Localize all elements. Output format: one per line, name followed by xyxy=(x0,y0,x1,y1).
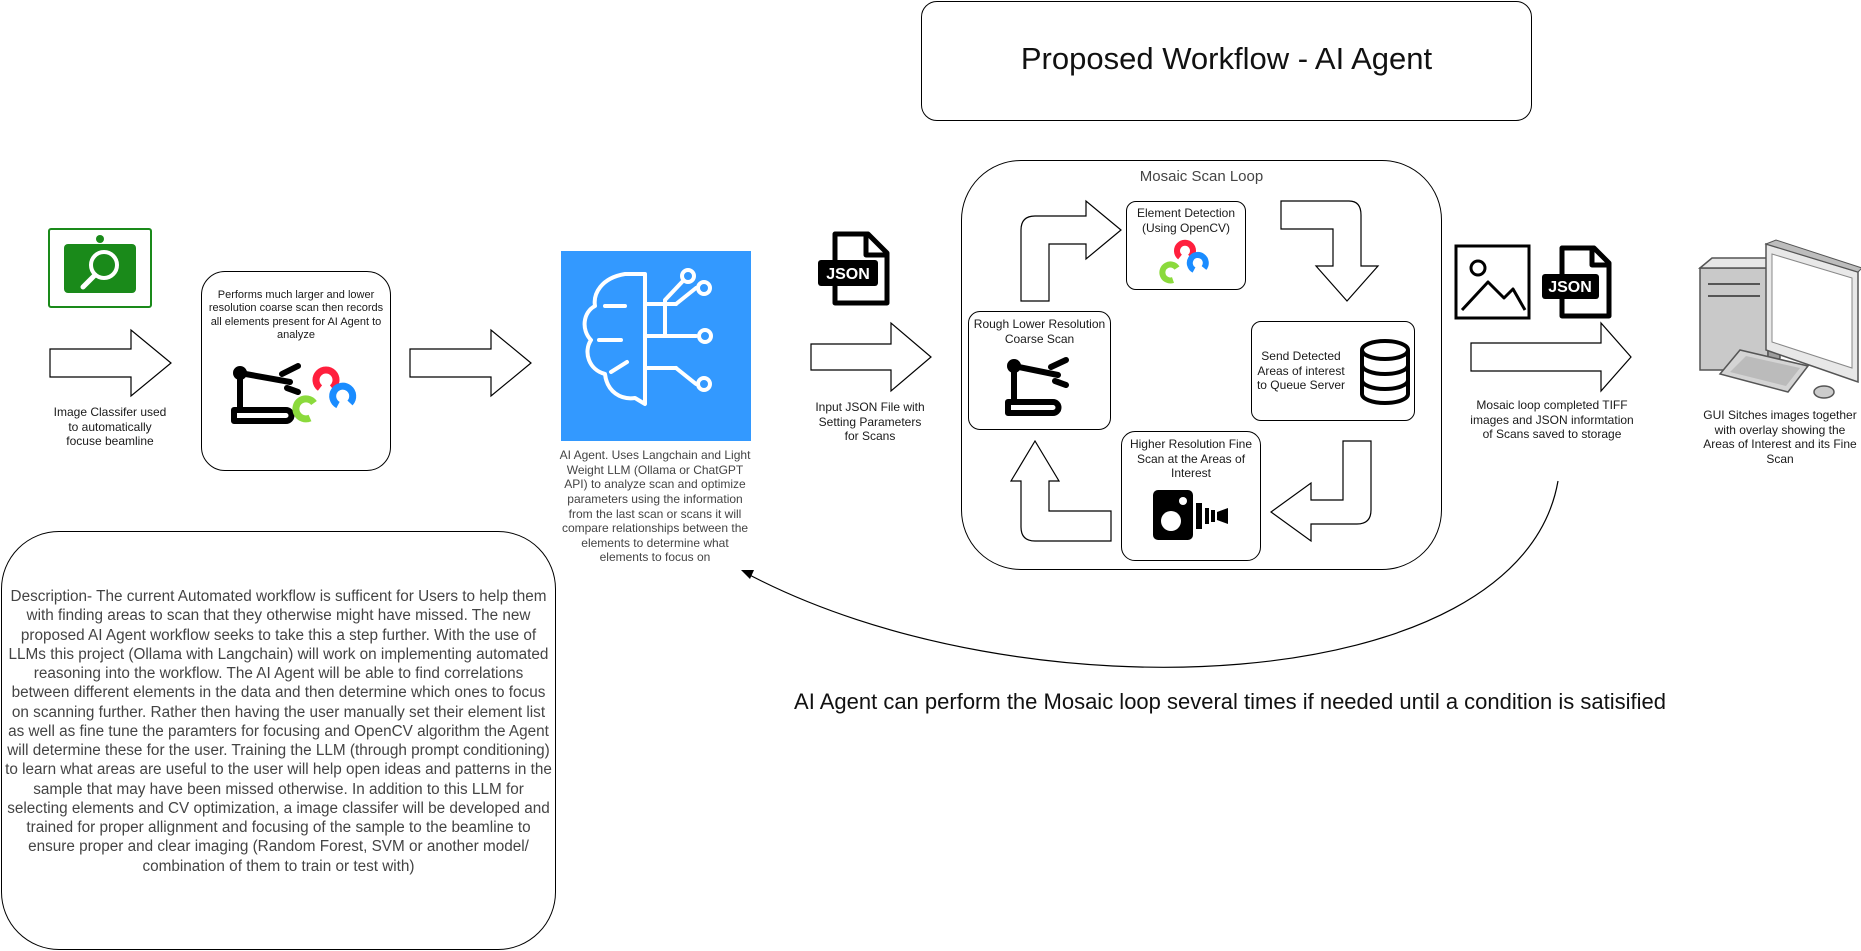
return-arrowhead xyxy=(741,570,754,579)
element-detection-label: Element Detection (Using OpenCV) xyxy=(1136,206,1236,235)
return-curve xyxy=(743,480,1559,668)
loop-note: AI Agent can perform the Mosaic loop sev… xyxy=(794,689,1666,714)
json-input-caption: Input JSON File with Setting Parameters … xyxy=(815,400,925,444)
fine-scan-label: Higher Resolution Fine Scan at the Areas… xyxy=(1129,437,1253,481)
image-classifier-caption: Image Classifer used to automatically fo… xyxy=(53,405,167,449)
robotic-arm-icon xyxy=(231,363,301,424)
database-icon xyxy=(1360,339,1410,405)
diagram-title: Proposed Workflow - AI Agent xyxy=(1020,41,1433,76)
opencv-logo-detection xyxy=(1159,239,1209,284)
description-text: Description- The current Automated workf… xyxy=(5,588,552,875)
gui-caption: GUI Sitches images together with overlay… xyxy=(1703,408,1857,466)
opencv-logo-coarse xyxy=(292,366,357,423)
coarse-scan-text: Performs much larger and lower resolutio… xyxy=(208,289,384,342)
ai-agent-tile xyxy=(561,251,751,441)
loop-arrow-right-down xyxy=(1280,200,1380,302)
json-input-label: JSON xyxy=(826,266,870,283)
ai-agent-caption: AI Agent. Uses Langchain and Light Weigh… xyxy=(559,448,751,565)
loop-title: Mosaic Scan Loop xyxy=(1139,168,1264,185)
arrow-right-3 xyxy=(810,321,932,393)
send-detected-label: Send Detected Areas of interest to Queue… xyxy=(1256,349,1346,393)
magnifier-app-icon xyxy=(48,228,152,308)
loop-arrow-up-right xyxy=(1020,199,1122,302)
arrow-right-2 xyxy=(409,328,532,398)
loop-arrow-left-up xyxy=(1009,439,1112,542)
ai-brain-icon xyxy=(582,268,713,406)
image-file-icon xyxy=(1454,244,1531,320)
robotic-arm-icon-loop xyxy=(1005,357,1069,416)
arrow-right-4 xyxy=(1470,321,1632,393)
json-output-label: JSON xyxy=(1548,279,1592,296)
computer-icon xyxy=(1697,239,1861,399)
rough-scan-label: Rough Lower Resolution Coarse Scan xyxy=(973,317,1106,346)
output-caption: Mosaic loop completed TIFF images and JS… xyxy=(1470,398,1634,442)
arrow-right-1 xyxy=(49,328,172,398)
coarse-scan-box xyxy=(201,271,391,471)
json-file-icon-input: JSON xyxy=(818,231,890,306)
json-file-icon-output: JSON xyxy=(1542,245,1612,319)
description-box xyxy=(1,531,556,950)
title-box xyxy=(921,1,1532,121)
element-detection-box xyxy=(1126,201,1246,290)
camera-icon xyxy=(1153,490,1228,540)
loop-arrow-down-left xyxy=(1269,440,1372,543)
